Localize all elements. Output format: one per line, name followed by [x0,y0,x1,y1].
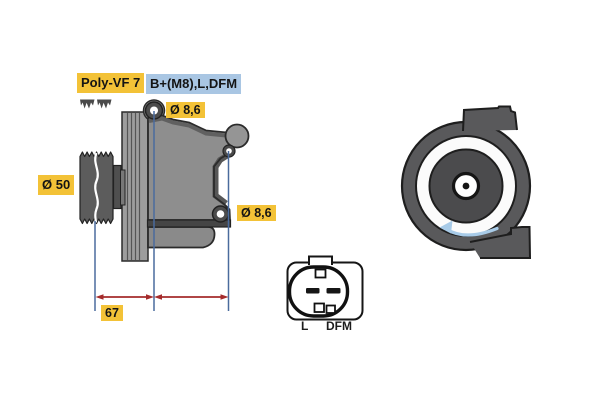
alternator-body [147,114,235,221]
front-view [400,105,532,259]
front-bracket [121,111,149,262]
connector-view [286,255,364,321]
side-view [79,99,250,311]
belt-type-label: Poly-VF 7 [77,73,145,93]
connector-pin-dfm-label: DFM [326,319,352,333]
connector-pin-l [306,288,320,294]
connector-key-bottom-right [325,304,336,314]
connector-key-top [314,268,327,279]
pulley-diameter-label: Ø 50 [38,175,75,195]
connector-top-tab [308,255,333,265]
front-top-tab [462,105,518,132]
pulley-break-line [94,152,99,223]
b-plus-terminal-boss [224,123,250,149]
top-hole-diameter-label: Ø 8,6 [166,102,205,118]
bottom-hole-diameter-label: Ø 8,6 [237,205,276,221]
counterclockwise-rotation-arrow-icon [439,220,499,237]
mount-distance-label: 67 [101,305,123,321]
connector-pin-l-label: L [301,319,309,333]
connector-pin-dfm [326,288,341,294]
shaft-center [462,182,470,190]
front-bottom-tab [469,226,532,259]
terminals-label: B+(M8),L,DFM [146,74,242,94]
pulley [79,151,126,225]
reference-lines [94,111,230,311]
belt-profile-icon [80,99,112,109]
rear-housing [147,226,216,249]
connector-key-bottom-left [313,302,325,313]
bottom-mount-hole [211,205,230,223]
dimension-lines [95,294,229,300]
mount-lug-plate [146,219,232,228]
